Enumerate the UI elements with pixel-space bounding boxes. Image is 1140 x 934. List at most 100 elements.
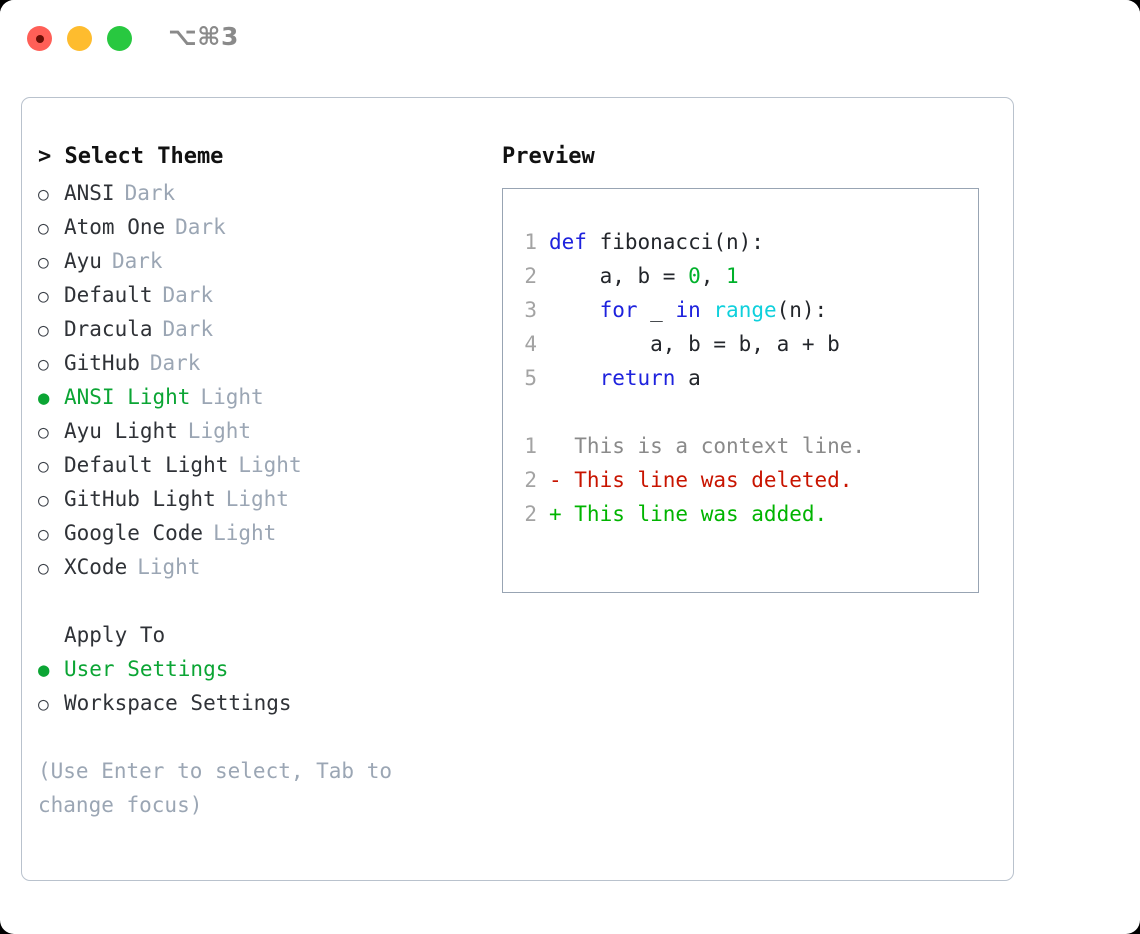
- code-line: 3 for _ in range(n):: [503, 293, 978, 327]
- diff-text-ctx: This is a context line.: [549, 434, 866, 458]
- radio-unselected-icon: ○: [38, 694, 49, 715]
- theme-label: ANSI Light: [64, 385, 191, 409]
- theme-label: GitHub Light: [64, 487, 216, 511]
- token-plain: a: [675, 366, 701, 390]
- apply-to-label: Apply To: [64, 623, 166, 647]
- radio-unselected-icon: ○: [38, 490, 49, 511]
- token-plain: _: [637, 298, 676, 322]
- line-number: 1: [524, 230, 537, 254]
- radio-unselected-icon: ○: [38, 354, 49, 375]
- apply-to-item[interactable]: ○ Workspace Settings: [38, 686, 478, 720]
- apply-to-item[interactable]: ● User Settings: [38, 652, 478, 686]
- theme-variant: Dark: [162, 317, 214, 341]
- token-kw: for: [599, 298, 638, 322]
- token-plain: [701, 298, 714, 322]
- keyboard-hint: (Use Enter to select, Tab to change focu…: [38, 759, 393, 817]
- theme-variant: Light: [187, 419, 252, 443]
- line-number: 2: [524, 264, 537, 288]
- radio-unselected-icon: ○: [38, 320, 49, 341]
- theme-label: Ayu Light: [64, 419, 178, 443]
- diff-sample: 1 This is a context line. 2 - This line wa…: [503, 429, 978, 531]
- theme-item[interactable]: ○ Default Light Light: [38, 448, 478, 482]
- theme-variant: Light: [137, 555, 201, 579]
- theme-item[interactable]: ○ GitHub Light Light: [38, 482, 478, 516]
- radio-selected-icon: ●: [38, 387, 50, 409]
- token-kw: def: [549, 230, 600, 254]
- diff-line: 2 + This line was added.: [503, 497, 978, 531]
- window-controls: [27, 26, 132, 51]
- diff-line: 1 This is a context line.: [503, 429, 978, 463]
- token-fn: range: [713, 298, 777, 322]
- spacer: [38, 584, 478, 618]
- theme-variant: Dark: [149, 351, 201, 375]
- code-text: def fibonacci(n):: [549, 225, 764, 259]
- radio-unselected-icon: ○: [38, 558, 49, 579]
- radio-unselected-icon: ○: [38, 524, 49, 545]
- line-number: 2: [524, 468, 537, 492]
- line-number: 1: [524, 434, 537, 458]
- spacer: [503, 395, 978, 429]
- theme-variant: Light: [225, 487, 289, 511]
- theme-variant: Dark: [111, 249, 163, 273]
- theme-item[interactable]: ○ GitHub Dark: [38, 346, 478, 380]
- theme-variant: Light: [200, 385, 264, 409]
- theme-label: Atom One: [64, 215, 166, 239]
- line-number: 2: [524, 502, 537, 526]
- apply-to-list[interactable]: ● User Settings ○ Workspace Settings: [38, 652, 478, 720]
- token-plain: ,: [700, 264, 727, 288]
- radio-unselected-icon: ○: [38, 218, 49, 239]
- token-plain: fibonacci(n):: [599, 230, 764, 254]
- radio-selected-icon: ●: [38, 659, 50, 681]
- code-line: 1 def fibonacci(n):: [503, 225, 978, 259]
- theme-label: Default Light: [64, 453, 229, 477]
- minimize-button[interactable]: [67, 26, 92, 51]
- code-line: 5 return a: [503, 361, 978, 395]
- theme-label: GitHub: [64, 351, 140, 375]
- code-text: for _ in range(n):: [549, 293, 828, 327]
- title-bar: ⌥⌘3: [0, 0, 1140, 76]
- token-plain: (n):: [776, 298, 828, 322]
- diff-text-add: + This line was added.: [549, 502, 828, 526]
- radio-unselected-icon: ○: [38, 422, 49, 443]
- theme-item[interactable]: ○ Ayu Light Light: [38, 414, 478, 448]
- radio-unselected-icon: ○: [38, 286, 49, 307]
- line-number: 4: [524, 332, 537, 356]
- diff-text-del: - This line was deleted.: [549, 468, 853, 492]
- token-plain: [549, 366, 600, 390]
- token-kw: return: [599, 366, 676, 390]
- code-line: 4 a, b = b, a + b: [503, 327, 978, 361]
- diff-line: 2 - This line was deleted.: [503, 463, 978, 497]
- theme-variant: Dark: [124, 181, 176, 205]
- keyboard-shortcut-label: ⌥⌘3: [168, 22, 239, 51]
- theme-variant: Light: [213, 521, 277, 545]
- token-num: 1: [726, 264, 739, 288]
- line-number: 5: [524, 366, 537, 390]
- token-kw: in: [675, 298, 701, 322]
- code-line: 2 a, b = 0, 1: [503, 259, 978, 293]
- apply-to-label: Workspace Settings: [64, 691, 292, 715]
- theme-item[interactable]: ○ Dracula Dark: [38, 312, 478, 346]
- close-button[interactable]: [27, 26, 52, 51]
- theme-label: Dracula: [64, 317, 153, 341]
- theme-item[interactable]: ● ANSI Light Light: [38, 380, 478, 414]
- theme-variant: Dark: [162, 283, 214, 307]
- radio-unselected-icon: ○: [38, 184, 49, 205]
- apply-to-label: User Settings: [64, 657, 229, 681]
- radio-unselected-icon: ○: [38, 456, 49, 477]
- theme-label: XCode: [64, 555, 128, 579]
- theme-item[interactable]: ○ XCode Light: [38, 550, 478, 584]
- maximize-button[interactable]: [107, 26, 132, 51]
- theme-variant: Light: [238, 453, 302, 477]
